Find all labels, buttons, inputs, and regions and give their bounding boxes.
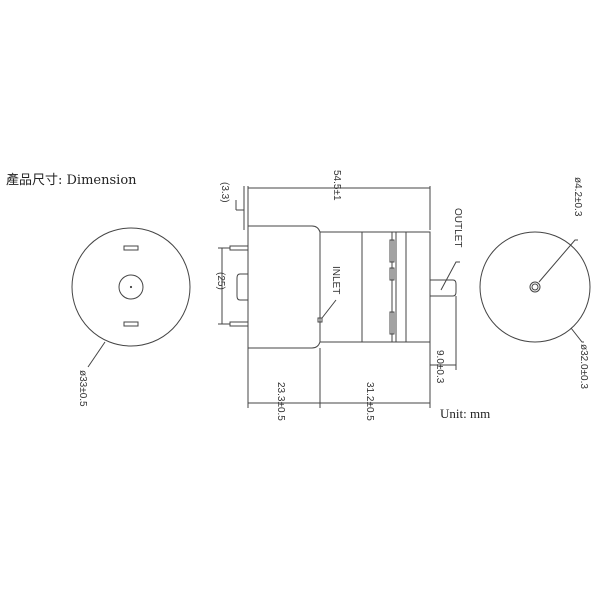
pump-length-label: 31.2±0.5 (364, 382, 375, 421)
pump-head (319, 231, 431, 343)
outlet-length-label: 9.0±0.3 (434, 350, 445, 384)
outlet-diameter-label: ø4.2±0.3 (572, 177, 583, 217)
side-view (218, 186, 460, 408)
pin-bottom (229, 321, 249, 327)
outlet-diameter-leader (538, 239, 578, 283)
pin-length-label: (3.3) (219, 182, 230, 203)
pin-top (229, 245, 249, 251)
left-diameter-leader (87, 341, 106, 368)
rear-bump (236, 273, 248, 301)
motor-can (247, 225, 321, 349)
outlet-nozzle (430, 279, 457, 297)
body-diameter-label: ø32.0±0.3 (578, 344, 589, 389)
left-end-view (71, 227, 191, 368)
terminal-top (123, 245, 139, 251)
page-title: 產品尺寸: Dimension (6, 173, 137, 188)
right-body-circle (479, 231, 591, 343)
pin-spacing-label: (25) (215, 272, 226, 290)
left-center-boss (118, 274, 144, 300)
outlet-label: OUTLET (452, 208, 463, 247)
left-body-circle (71, 227, 191, 347)
right-end-view (479, 231, 591, 343)
left-diameter-label: ø33±0.5 (77, 370, 88, 407)
terminal-bottom (123, 321, 139, 327)
outlet-circle-inner (531, 283, 539, 291)
inlet-leader (321, 299, 337, 319)
overall-length-label: 54.5±1 (331, 170, 342, 201)
outlet-circle-outer (529, 281, 541, 293)
body-diameter-leader (570, 327, 584, 343)
inlet-label: INLET (330, 266, 341, 294)
motor-length-label: 23.3±0.5 (275, 382, 286, 421)
unit-label: Unit: mm (440, 406, 491, 421)
outlet-leader (440, 261, 460, 291)
